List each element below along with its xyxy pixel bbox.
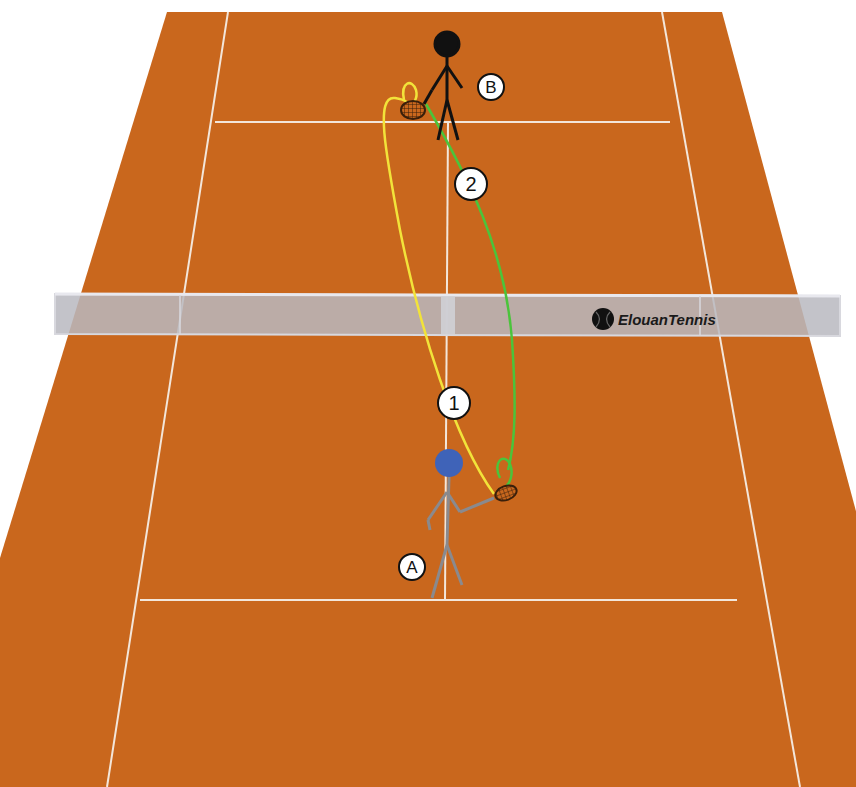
callout-circle: 2 xyxy=(454,167,488,201)
callout-text: A xyxy=(406,559,417,576)
callout-text: B xyxy=(485,79,496,96)
player-a-figure xyxy=(428,449,519,598)
player-b-figure xyxy=(401,32,462,140)
court-surface xyxy=(0,12,856,787)
callout-text: 1 xyxy=(448,393,459,413)
callout-text: 2 xyxy=(465,174,476,194)
watermark-text: ElouanTennis xyxy=(618,312,716,327)
callout-circle: 1 xyxy=(437,386,471,420)
callout-circle: A xyxy=(398,553,426,581)
court-lines xyxy=(107,12,800,787)
ball-trajectories xyxy=(384,83,515,494)
tennis-net xyxy=(55,294,840,336)
callout-circle: B xyxy=(477,73,505,101)
